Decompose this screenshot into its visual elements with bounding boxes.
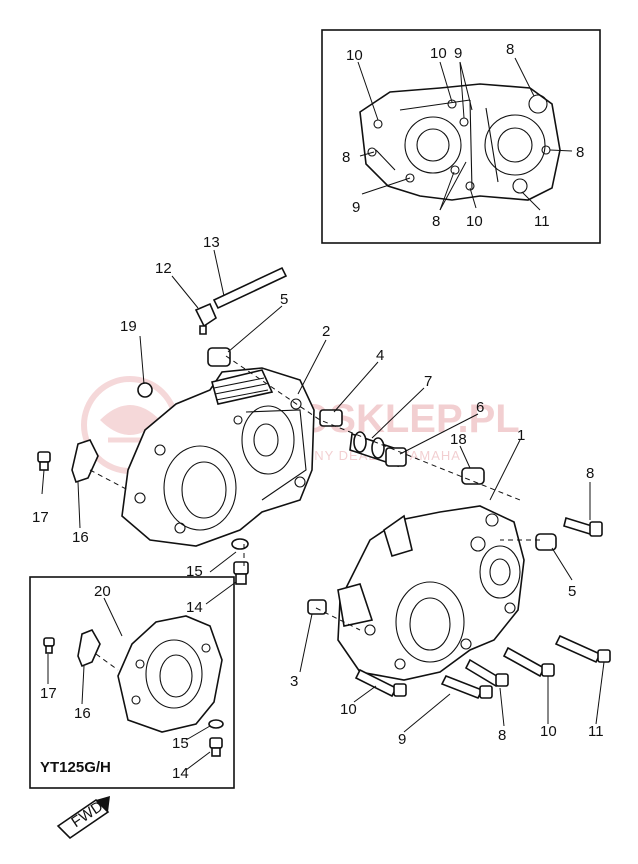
callout-13: 13	[203, 234, 220, 251]
callout-20: 20	[94, 583, 111, 600]
callout-3: 3	[290, 673, 298, 690]
callout-15: 15	[172, 735, 189, 752]
callout-10: 10	[346, 47, 363, 64]
callout-8: 8	[432, 213, 440, 230]
part-5-dowel-right	[535, 533, 557, 551]
part-8-bolt-upper	[563, 516, 603, 537]
callout-10: 10	[340, 701, 357, 718]
callout-9: 9	[398, 731, 406, 748]
callout-9: 9	[454, 45, 462, 62]
main-leaders	[41, 249, 605, 733]
inset-part-14-bolt	[209, 737, 223, 757]
callout-8: 8	[506, 41, 514, 58]
crankcase-right	[337, 505, 525, 681]
callout-17: 17	[32, 509, 49, 526]
callout-10: 10	[540, 723, 557, 740]
part-16-bracket	[71, 439, 99, 484]
callout-1: 1	[517, 427, 525, 444]
callout-17: 17	[40, 685, 57, 702]
part-13-shaft	[212, 266, 288, 310]
callout-14: 14	[172, 765, 189, 782]
callout-6: 6	[476, 399, 484, 416]
part-5-dowel	[207, 347, 231, 367]
callout-8: 8	[586, 465, 594, 482]
callout-14: 14	[186, 599, 203, 616]
part-15-washer	[231, 538, 249, 550]
inset-top-leaders	[357, 57, 573, 211]
callout-9: 9	[352, 199, 360, 216]
inset-top-frame	[321, 29, 601, 244]
part-14-bolt	[233, 561, 249, 585]
inset-part-17-bolt	[43, 637, 55, 654]
part-12-fitting	[194, 302, 217, 335]
callout-2: 2	[322, 323, 330, 340]
model-label: YT125G/H	[40, 759, 111, 776]
inset-bottom-frame	[29, 576, 235, 789]
inset-bottom-crankcase	[117, 615, 223, 733]
part-17-bolt	[37, 451, 51, 471]
callout-16: 16	[74, 705, 91, 722]
part-6-bearing	[385, 447, 407, 467]
part-4-bearing	[319, 409, 343, 427]
callout-8: 8	[498, 727, 506, 744]
callout-8: 8	[342, 149, 350, 166]
part-18-plug	[461, 467, 485, 485]
part-3-dowel	[307, 599, 327, 615]
callout-5: 5	[280, 291, 288, 308]
inset-part-16-bracket	[77, 628, 101, 668]
callout-19: 19	[120, 318, 137, 335]
callout-15: 15	[186, 563, 203, 580]
inset-part-15-washer	[208, 719, 224, 729]
callout-11: 11	[588, 723, 604, 740]
callout-5: 5	[568, 583, 576, 600]
callout-16: 16	[72, 529, 89, 546]
fwd-arrow-icon: FWD	[56, 796, 110, 840]
inset-top-crankcase	[359, 83, 561, 201]
crankcase-left	[121, 367, 315, 547]
callout-12: 12	[155, 260, 172, 277]
callout-7: 7	[424, 373, 432, 390]
inset-bottom-leaders	[47, 597, 211, 771]
callout-10: 10	[430, 45, 447, 62]
callout-11: 11	[534, 213, 550, 230]
callout-4: 4	[376, 347, 384, 364]
callout-10: 10	[466, 213, 483, 230]
part-19-seal	[137, 382, 153, 398]
callout-8: 8	[576, 144, 584, 161]
callout-18: 18	[450, 431, 467, 448]
part-bolts-lower	[354, 634, 611, 700]
